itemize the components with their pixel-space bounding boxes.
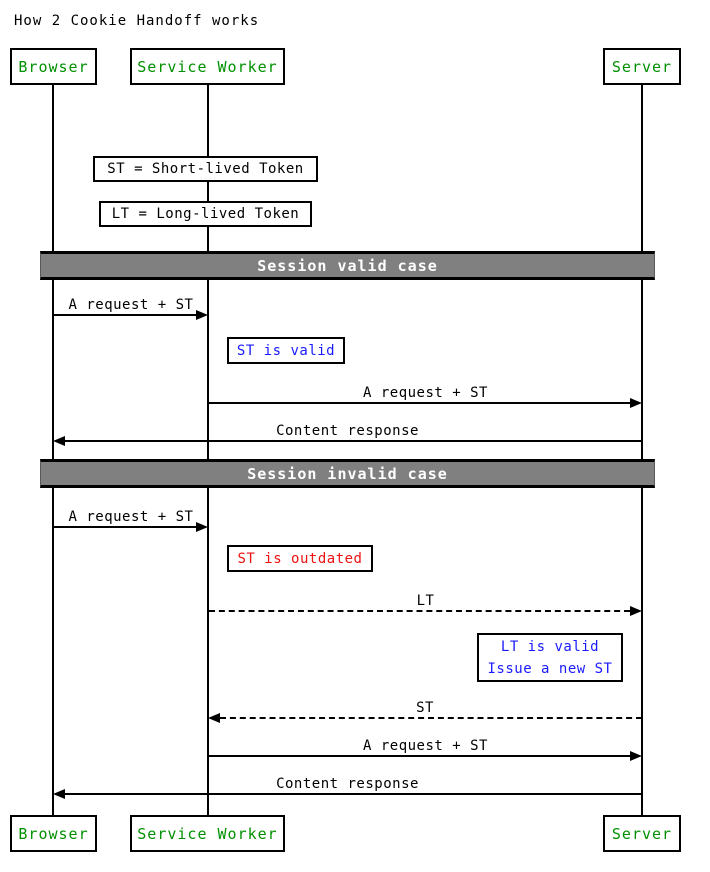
divider-session-valid: Session valid case: [40, 251, 655, 280]
divider-session-invalid: Session invalid case: [40, 459, 655, 488]
lifeline-server: [641, 85, 643, 815]
note-lt-valid-line2: Issue a new ST: [487, 660, 613, 677]
message-label-content-response-1: Content response: [276, 423, 419, 439]
actor-browser-top: Browser: [10, 48, 97, 85]
lifeline-service-worker: [207, 85, 209, 815]
arrowhead-left-icon: [53, 789, 65, 799]
message-line-request-st-1: [54, 314, 196, 316]
message-line-request-st-3: [54, 526, 196, 528]
note-st-valid: ST is valid: [227, 337, 345, 364]
note-st-definition: ST = Short-lived Token: [93, 156, 318, 182]
message-label-request-st-3: A request + ST: [68, 509, 194, 525]
arrowhead-right-icon: [630, 398, 642, 408]
note-st-outdated: ST is outdated: [227, 545, 373, 572]
message-label-content-response-2: Content response: [276, 776, 419, 792]
message-line-request-st-4: [209, 755, 630, 757]
arrowhead-right-icon: [196, 522, 208, 532]
actor-service-worker-top: Service Worker: [130, 48, 285, 85]
message-line-content-response-1: [65, 440, 642, 442]
message-line-request-st-2: [209, 402, 630, 404]
arrowhead-left-icon: [53, 436, 65, 446]
note-lt-valid: LT is valid Issue a new ST: [477, 633, 623, 682]
arrowhead-left-icon: [208, 713, 220, 723]
arrowhead-right-icon: [630, 606, 642, 616]
lifeline-browser: [52, 85, 54, 815]
actor-server-bottom: Server: [603, 815, 681, 852]
message-label-request-st-1: A request + ST: [68, 297, 194, 313]
message-line-content-response-2: [65, 793, 642, 795]
message-label-request-st-2: A request + ST: [362, 385, 488, 401]
note-lt-definition: LT = Long-lived Token: [99, 201, 312, 227]
message-label-st: ST: [416, 700, 434, 716]
actor-service-worker-bottom: Service Worker: [130, 815, 285, 852]
arrowhead-right-icon: [630, 751, 642, 761]
message-line-st: [220, 717, 642, 719]
note-lt-valid-line1: LT is valid: [500, 638, 600, 655]
actor-browser-bottom: Browser: [10, 815, 97, 852]
diagram-title: How 2 Cookie Handoff works: [14, 13, 260, 29]
actor-server-top: Server: [603, 48, 681, 85]
message-label-request-st-4: A request + ST: [362, 738, 488, 754]
message-label-lt: LT: [416, 593, 435, 609]
arrowhead-right-icon: [196, 310, 208, 320]
message-line-lt: [209, 610, 630, 612]
